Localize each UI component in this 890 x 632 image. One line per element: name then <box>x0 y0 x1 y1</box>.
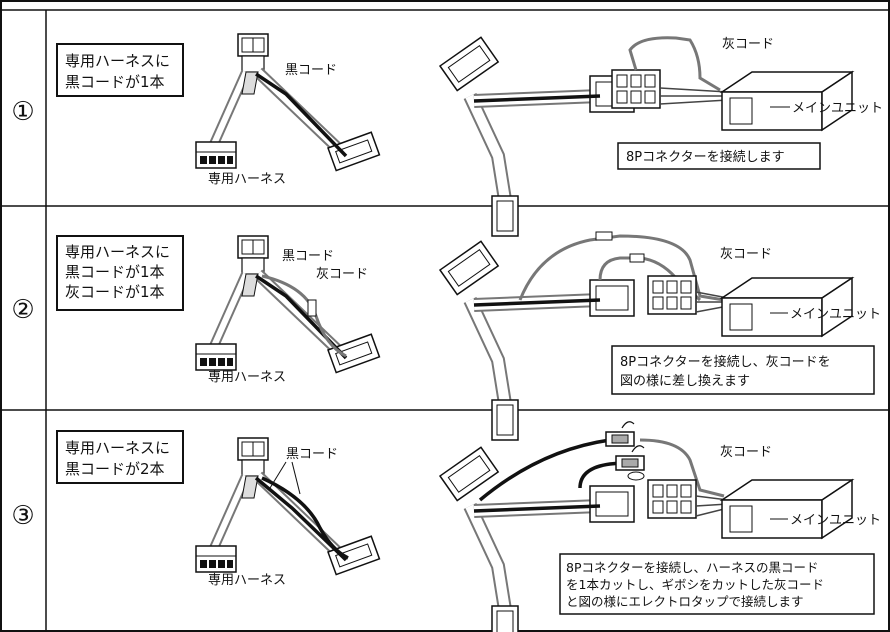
8p-connector <box>647 275 697 315</box>
row-number: ③ <box>11 501 34 531</box>
black-cord-line <box>255 72 348 158</box>
row-3: ③ 専用ハーネスに 黒コードが2本 黒コード 専用ハーネス <box>11 421 881 632</box>
harness-label: 専用ハーネス <box>208 573 286 588</box>
gray-cord-line <box>518 234 725 302</box>
black-cord-line <box>261 476 349 560</box>
instruction-line: 8Pコネクターを接続します <box>626 149 785 165</box>
condition-box <box>56 235 184 311</box>
8p-connector <box>647 479 697 519</box>
instruction-box <box>559 553 875 615</box>
harness-illustration <box>196 438 379 575</box>
black-cord-label: 黒コード <box>286 447 338 462</box>
condition-box <box>56 43 184 97</box>
row-number: ① <box>11 97 34 127</box>
harness-label: 専用ハーネス <box>208 172 286 187</box>
gray-cord-label: 灰コード <box>722 37 774 52</box>
condition-line: 専用ハーネスに <box>65 243 170 261</box>
instruction-box <box>617 142 821 170</box>
condition-line: 黒コードが1本 <box>65 263 165 281</box>
harness-label: 専用ハーネス <box>208 370 286 385</box>
black-cord-line <box>473 94 601 103</box>
black-cord-label: 黒コード <box>282 249 334 264</box>
condition-box <box>56 430 184 484</box>
electro-tap <box>615 445 645 481</box>
gray-cord-label: 灰コード <box>720 445 772 460</box>
electro-tap <box>605 421 635 447</box>
gray-cord-label: 灰コード <box>316 267 368 282</box>
row-number: ② <box>11 295 34 325</box>
black-cord-line <box>478 436 631 502</box>
gray-cord-label: 灰コード <box>720 247 772 262</box>
row-2: ② 専用ハーネスに 黒コードが1本 灰コードが1本 黒コード 灰コード 専用ハー… <box>11 232 881 440</box>
8p-connector <box>611 69 661 109</box>
condition-line: 専用ハーネスに <box>65 439 170 457</box>
instruction-box <box>611 345 875 395</box>
assembly-illustration <box>440 241 634 440</box>
instruction-line: を1本カットし、ギボシをカットした灰コード <box>566 577 824 592</box>
condition-line: 黒コードが1本 <box>65 73 165 91</box>
gray-cord-line <box>628 36 721 92</box>
main-unit-label: メインユニット <box>792 101 883 116</box>
black-cord-line <box>473 504 601 513</box>
gray-cord-line <box>639 438 725 498</box>
main-unit-label: メインユニット <box>790 513 881 528</box>
black-cord-line <box>473 298 601 307</box>
harness-illustration <box>196 236 379 373</box>
main-unit-label: メインユニット <box>790 307 881 322</box>
black-cord-label: 黒コード <box>285 63 337 78</box>
instruction-line: 8Pコネクターを接続し、灰コードを <box>620 354 831 370</box>
instruction-line: 図の様に差し換えます <box>620 374 750 389</box>
assembly-illustration <box>440 447 634 632</box>
row-1: ① 専用ハーネスに 黒コードが1本 黒コード 専用ハーネス 灰コード メインユニ… <box>11 34 883 236</box>
instruction-line: 8Pコネクターを接続し、ハーネスの黒コード <box>566 560 819 575</box>
assembly-illustration <box>440 37 634 236</box>
main-unit <box>721 479 853 539</box>
instruction-line: と図の様にエレクトロタップで接続します <box>566 594 804 609</box>
condition-line: 灰コードが1本 <box>65 283 165 301</box>
condition-line: 専用ハーネスに <box>65 52 170 70</box>
condition-line: 黒コードが2本 <box>65 460 165 478</box>
harness-illustration <box>196 34 379 171</box>
